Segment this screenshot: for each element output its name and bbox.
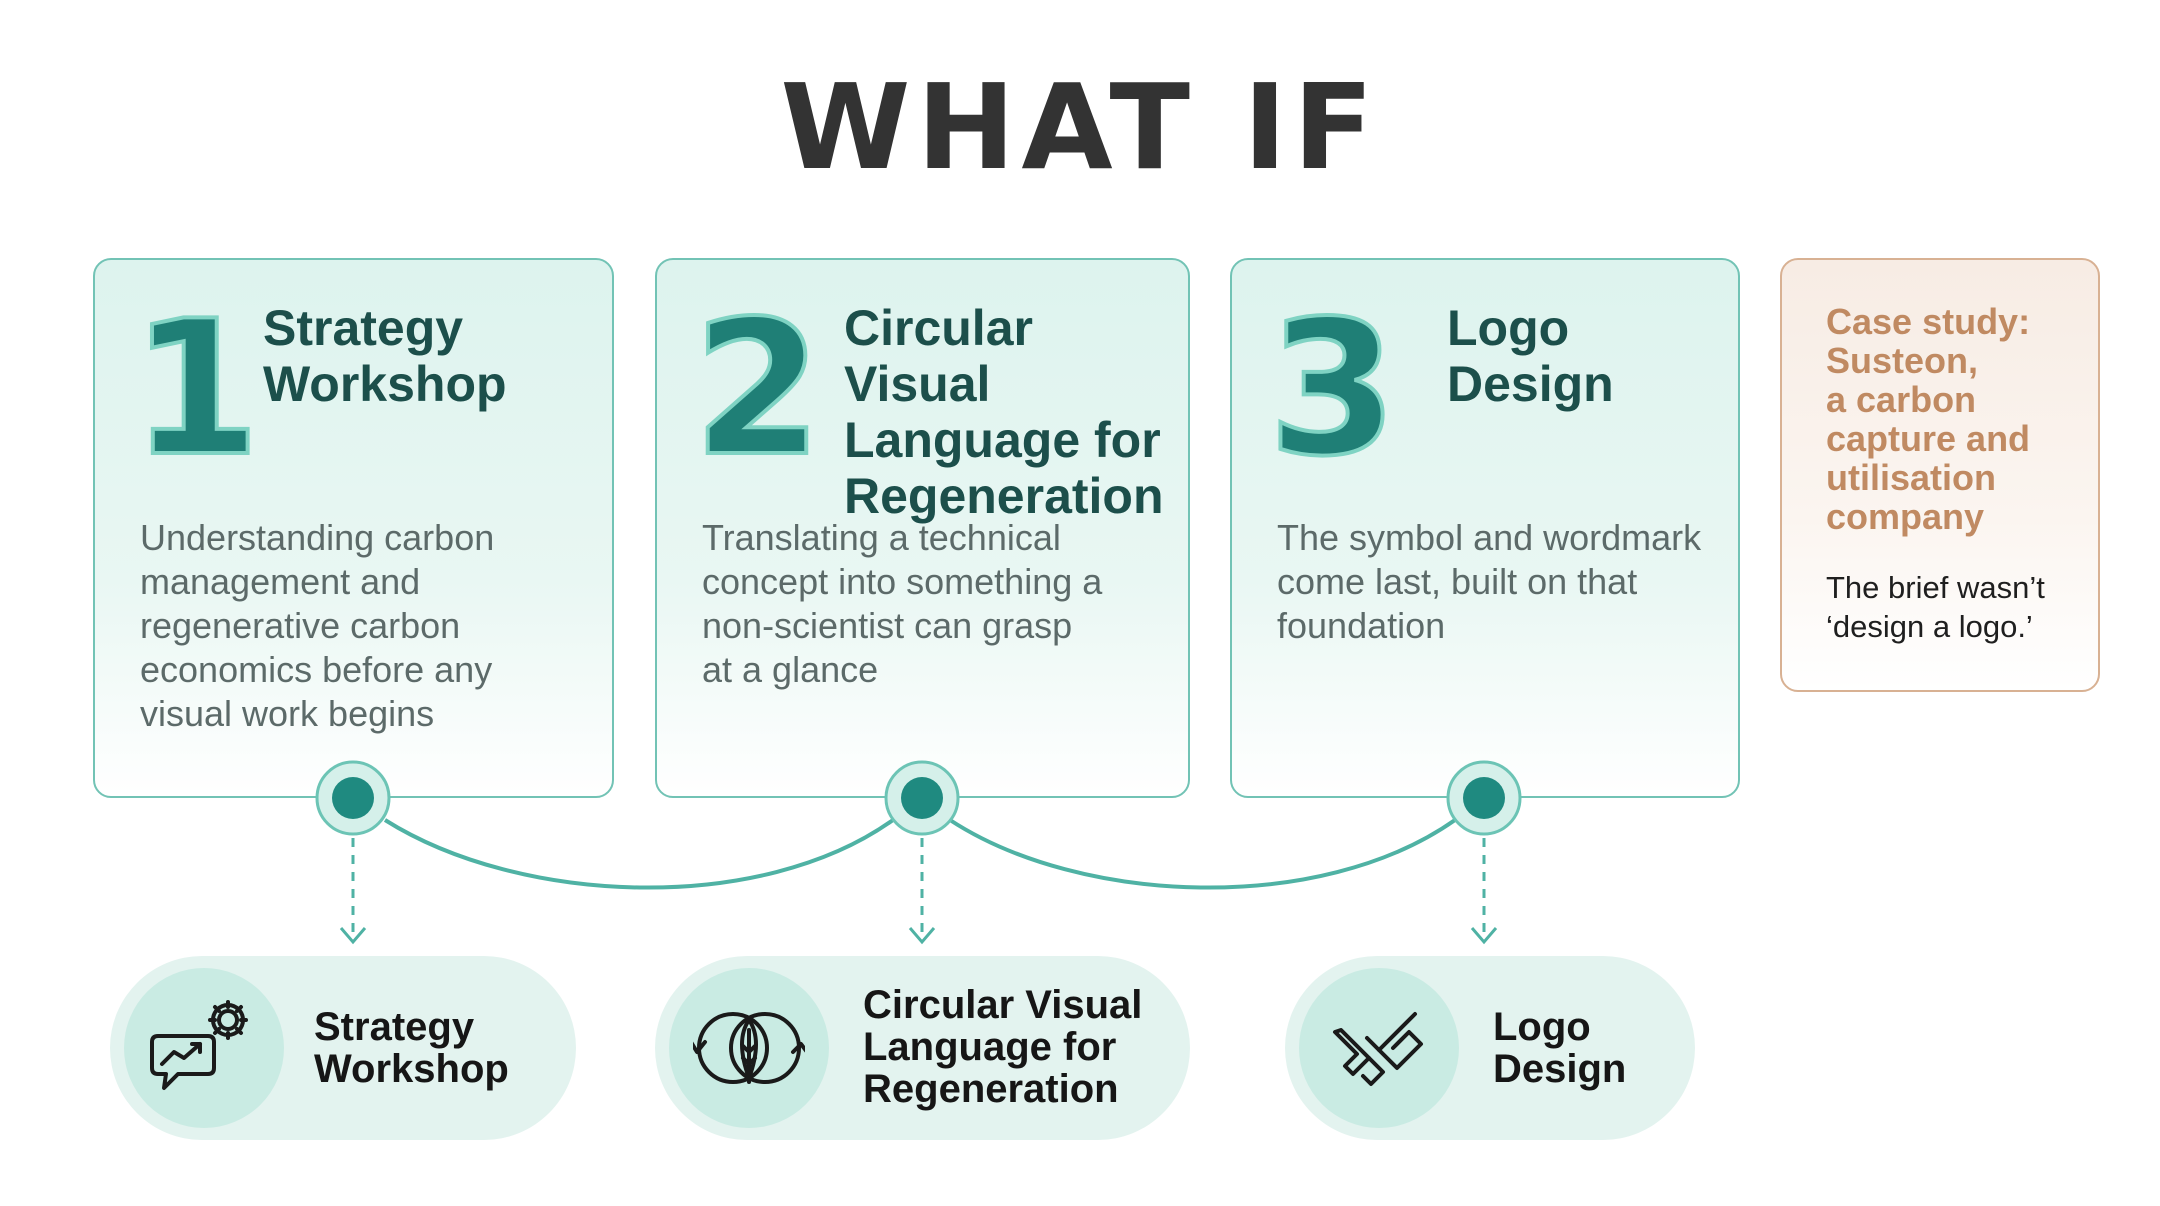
step-number-3: 3	[1266, 280, 1399, 497]
step-description-1: Understanding carbon management and rege…	[140, 517, 495, 734]
what-if-logo: WHAT IF	[780, 58, 1380, 196]
step-title-3: Logo Design	[1447, 300, 1614, 412]
step-pill-label-3: Logo Design	[1493, 1005, 1627, 1091]
chat-gear-growth-icon	[150, 1000, 248, 1090]
arrow-head-3	[1470, 927, 1498, 945]
step-title-1: Strategy Workshop	[263, 300, 507, 412]
step-pill-label-1: Strategy Workshop	[314, 1005, 509, 1091]
step-pill-label-2: Circular Visual Language for Regeneratio…	[863, 983, 1143, 1111]
step-number-1: 1	[129, 280, 262, 497]
case-study-quote: The brief wasn’t ‘design a logo.’	[1826, 570, 2045, 644]
step-title-2: Circular Visual Language for Regeneratio…	[844, 300, 1164, 524]
case-study-card: Case study: Susteon, a carbon capture an…	[1780, 258, 2100, 692]
step-pill-2: Circular Visual Language for Regeneratio…	[655, 956, 1190, 1140]
connector-curve-1-2	[383, 818, 895, 890]
step-node-1	[315, 760, 391, 836]
arrow-head-1	[339, 927, 367, 945]
circular-leaf-icon	[693, 1012, 805, 1084]
step-node-3	[1446, 760, 1522, 836]
step-card-3: 3 Logo Design The symbol and wordmark co…	[1230, 258, 1740, 798]
step-pill-1: Strategy Workshop	[110, 956, 576, 1140]
step-card-1: 1 Strategy Workshop Understanding carbon…	[93, 258, 614, 798]
step-pill-3: Logo Design	[1285, 956, 1695, 1140]
step-description-2: Translating a technical concept into som…	[702, 517, 1103, 690]
case-study-title: Case study: Susteon, a carbon capture an…	[1826, 301, 2031, 537]
step-description-3: The symbol and wordmark come last, built…	[1277, 517, 1702, 646]
step-number-2: 2	[691, 280, 824, 497]
connector-curve-2-3	[948, 818, 1457, 890]
arrow-head-2	[908, 927, 936, 945]
step-node-2	[884, 760, 960, 836]
step-card-2: 2 Circular Visual Language for Regenerat…	[655, 258, 1190, 798]
logo-mark-icon	[1333, 1012, 1423, 1086]
